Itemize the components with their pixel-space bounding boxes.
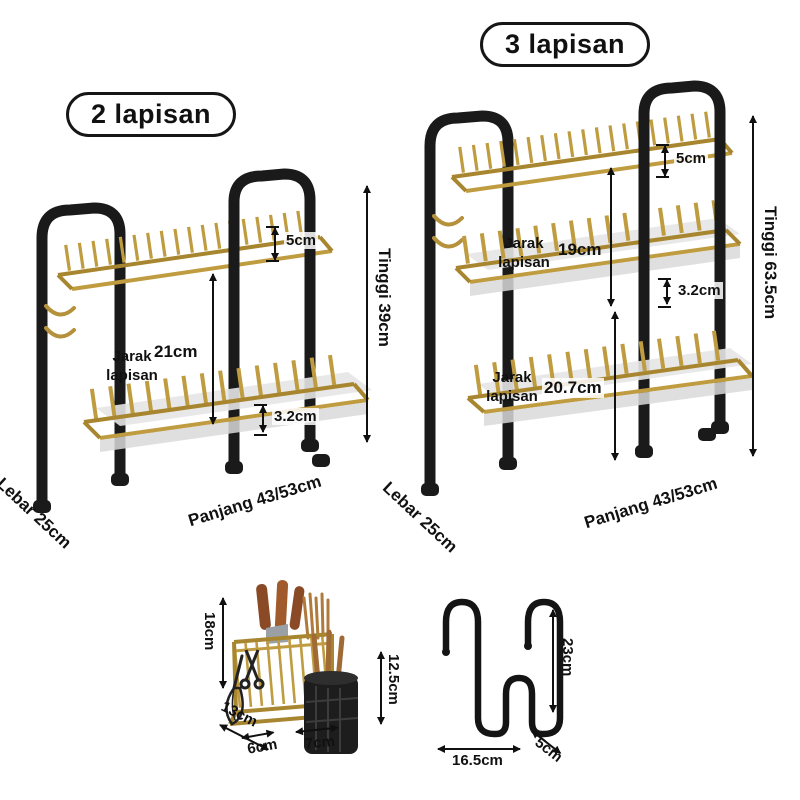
rack3-dim-5cm-tick [656,144,669,146]
rack3-dim-5cm-label: 5cm [674,150,709,167]
rack3-foot [635,445,653,458]
knife-handles [256,580,305,644]
rack3-dim-3-2cm-arrow [662,279,671,305]
rack3-foot [698,428,716,441]
rack3-foot [499,457,517,470]
rack3-dim-5cm-tick [656,176,669,178]
door-hook-illustration [442,598,564,738]
rack2-dim-5cm-label: 5cm [284,232,319,249]
rack3-dim-3-2cm-tick [658,278,671,280]
scissors [239,649,265,690]
rack3-jarak2-arrow [610,311,619,461]
whisk [225,654,244,726]
rack2-dim-3-2cm-label: 3.2cm [272,408,319,425]
rack2-jarak-arrow [208,273,217,425]
rack2-foot [225,461,243,474]
rack3-right-frame [638,80,726,454]
hook-dim-23cm-label: 23cm [559,638,576,677]
rack2-dim-5cm-tick [266,226,279,228]
rack2-left-frame [36,202,126,509]
rack2-foot [301,439,319,452]
wire-end [524,642,532,650]
rack2-foot [33,500,51,513]
rack2-tinggi-arrow [362,185,371,443]
rack3-foot [711,421,729,434]
wire-end [442,648,450,656]
utensil-dim-18cm-arrow [218,597,227,689]
hook-dim-16-5cm-arrow [437,744,521,753]
rack2-jarak-value: 21cm [154,342,198,361]
utensil-dim-12-5cm-arrow [376,651,385,725]
utensil-dim-18cm-label: 18cm [201,612,218,651]
rack2-tinggi-label: Tinggi 39cm [375,248,394,347]
rack3-middle-basket [454,200,742,296]
utensil-dim-12-5cm-label: 12.5cm [385,654,402,705]
rack3-jarak2-label: Jarak lapisan [486,369,538,405]
rack3-jarak1-label: Jarak lapisan [498,235,550,271]
rack2-dim-3-2cm-arrow [258,405,267,433]
door-hook-wire [442,598,564,738]
rack3-left-frame [424,110,514,492]
rack3-dim-5cm-arrow [660,145,669,177]
rack3-dim-3-2cm-tick [658,306,671,308]
chopsticks [302,592,330,640]
utensil-holder-illustration [225,580,359,754]
rack3-dim-3-2cm-label: 3.2cm [676,282,723,299]
rack2-dim-3-2cm-tick [254,434,267,436]
rack3-tinggi-arrow [748,115,757,457]
rack3-foot [421,483,439,496]
badge-2-lapisan: 2 lapisan [66,92,237,137]
rack-3-tier-illustration [421,80,754,496]
rack3-side-hooks [432,214,464,249]
rack2-side-hooks [44,304,76,339]
hook-dim-23cm-arrow [548,609,557,713]
rack2-foot [111,473,129,486]
black-utensil-cup [304,671,359,754]
utensil-dim-7cm-label: 7cm [304,732,336,753]
badge-3-lapisan: 3 lapisan [480,22,651,67]
rack2-dim-3-2cm-tick [254,404,267,406]
rack2-jarak-label: Jarak lapisan [106,348,158,384]
rack2-dim-5cm-arrow [270,227,279,261]
rack2-right-frame [228,168,316,470]
hook-dim-16-5cm-label: 16.5cm [452,752,503,769]
rack3-jarak1-arrow [606,167,615,307]
rack3-jarak2-value: 20.7cm [542,378,604,398]
rack2-dim-5cm-tick [266,260,279,262]
rack2-foot [312,454,330,467]
rack3-jarak1-value: 19cm [558,240,602,259]
rack3-tinggi-label: Tinggi 63.5cm [761,206,780,320]
